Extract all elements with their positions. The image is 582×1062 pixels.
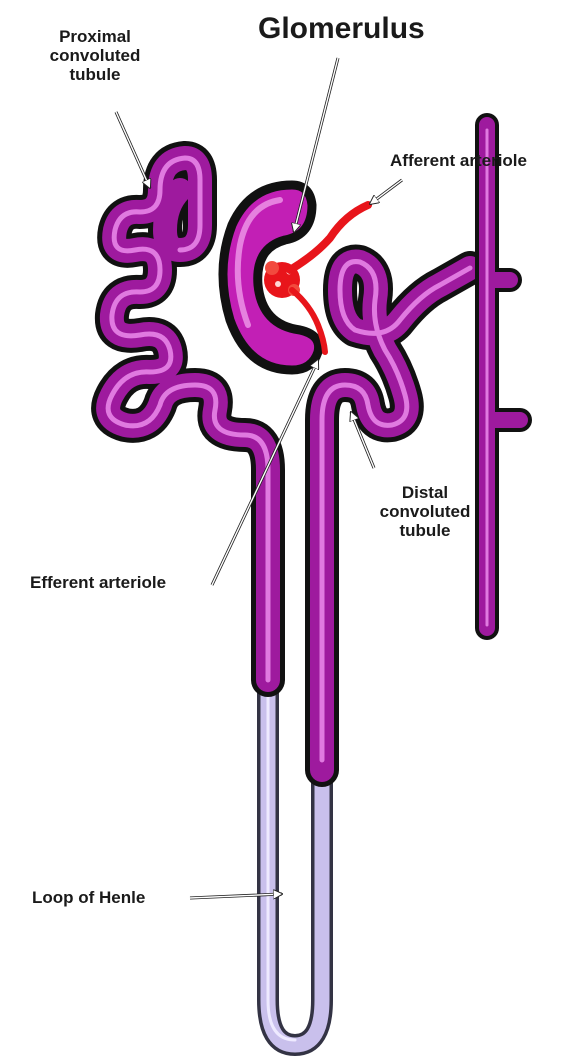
distal-line-2: convoluted	[360, 502, 490, 521]
proximal-tubule-label: Proximal convoluted tubule	[30, 27, 160, 84]
proximal-line-1: Proximal	[30, 27, 160, 46]
proximal-line-3: tubule	[30, 65, 160, 84]
collecting-duct	[487, 125, 520, 628]
distal-line-3: tubule	[360, 521, 490, 540]
loop-of-henle-label: Loop of Henle	[32, 888, 145, 907]
proximal-line-2: convoluted	[30, 46, 160, 65]
efferent-arteriole-label: Efferent arteriole	[30, 573, 166, 592]
distal-line-1: Distal	[360, 483, 490, 502]
glomerulus-label: Glomerulus	[258, 12, 425, 46]
glomerulus-capsule	[223, 185, 319, 370]
distal-tubule-label: Distal convoluted tubule	[360, 483, 490, 540]
afferent-arteriole-label: Afferent arteriole	[390, 151, 527, 170]
